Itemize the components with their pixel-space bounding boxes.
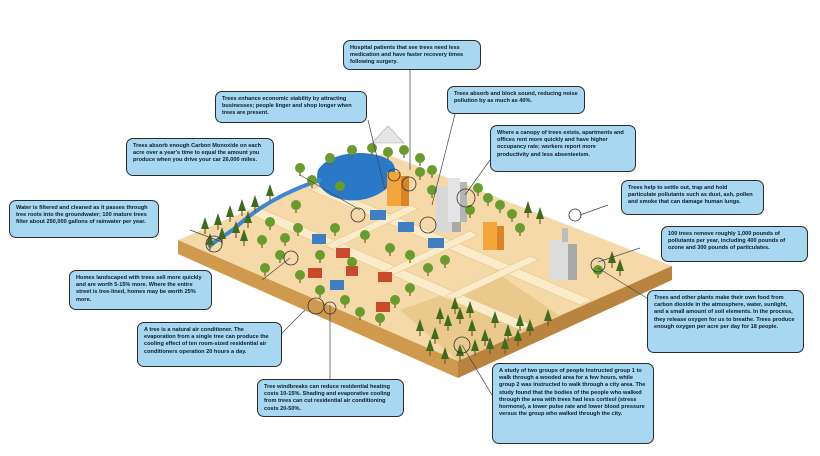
callout-particulates-settle: Trees help to settle out, trap and hold … bbox=[621, 180, 764, 215]
indicator-circles bbox=[205, 168, 606, 354]
callout-study: A study of two groups of people Instruct… bbox=[492, 363, 654, 444]
forest-ground bbox=[400, 275, 560, 361]
callout-carbon-monoxide: Trees absorb enough Carbon Monoxide on e… bbox=[126, 138, 274, 176]
callout-air-conditioner: A tree is a natural air conditioner. The… bbox=[137, 322, 282, 367]
callout-oxygen: Trees and other plants make their own fo… bbox=[647, 290, 804, 353]
callout-windbreaks: Tree windbreaks can reduce residential h… bbox=[257, 379, 404, 417]
hospital-building bbox=[371, 125, 405, 144]
callout-economic: Trees enhance economic stability by attr… bbox=[215, 91, 367, 123]
callout-homes-value: Homes landscaped with trees sell more qu… bbox=[69, 270, 212, 310]
buildings bbox=[308, 172, 577, 312]
trees bbox=[201, 143, 624, 364]
callout-noise: Trees absorb and block sound, reducing n… bbox=[447, 86, 585, 114]
callout-hospital: Hospital patients that see trees need le… bbox=[343, 40, 481, 70]
callout-canopy-offices: Where a canopy of trees exists, apartmen… bbox=[490, 125, 636, 172]
callout-water: Water is filtered and cleaned as it pass… bbox=[9, 200, 159, 238]
connector-lines bbox=[189, 70, 651, 396]
callout-pollutants-removed: 100 trees remove roughly 1,000 pounds of… bbox=[661, 226, 808, 262]
